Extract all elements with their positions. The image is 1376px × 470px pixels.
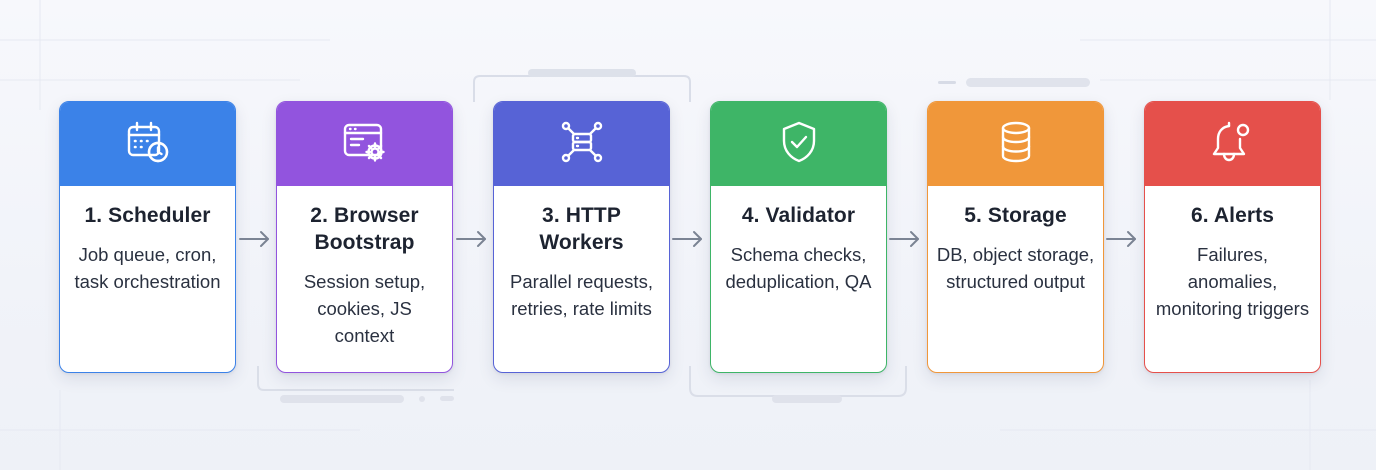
database-icon [992, 118, 1040, 171]
stage-card-validator: 4. Validator Schema checks, deduplicatio… [710, 101, 887, 373]
stage-description: Schema checks, deduplication, QA [725, 244, 872, 292]
arrow-right-icon [889, 231, 919, 247]
browser-gear-icon [341, 118, 389, 171]
arrow-right-icon [239, 231, 269, 247]
stage-header-alerts [1145, 102, 1320, 186]
arrow-right-icon [672, 231, 702, 247]
calendar-clock-icon [124, 118, 172, 171]
stage-card-browser-bootstrap: 2. Browser Bootstrap Session setup, cook… [276, 101, 453, 373]
stage-description: Failures, anomalies, monitoring triggers [1155, 244, 1310, 319]
stage-header-validator [711, 102, 886, 186]
stage-description: Job queue, cron, task orchestration [74, 244, 221, 292]
stage-description: DB, object storage, structured output [936, 244, 1095, 292]
stage-title: 5. Storage [964, 204, 1067, 227]
stage-header-http-workers [494, 102, 669, 186]
stage-card-alerts: 6. Alerts Failures, anomalies, monitorin… [1144, 101, 1321, 373]
stage-card-scheduler: 1. Scheduler Job queue, cron, task orche… [59, 101, 236, 373]
stage-title: 6. Alerts [1191, 204, 1274, 227]
stage-header-browser-bootstrap [277, 102, 452, 186]
arrow-right-icon [456, 231, 486, 247]
stage-header-scheduler [60, 102, 235, 186]
bell-alert-icon [1209, 118, 1257, 171]
network-server-icon [558, 118, 606, 171]
stage-card-storage: 5. Storage DB, object storage, structure… [927, 101, 1104, 373]
stage-header-storage [928, 102, 1103, 186]
stage-title: 2. Browser Bootstrap [310, 204, 419, 254]
shield-check-icon [775, 118, 823, 171]
stage-card-http-workers: 3. HTTP Workers Parallel requests, retri… [493, 101, 670, 373]
arrow-right-icon [1106, 231, 1136, 247]
stage-title: 4. Validator [741, 204, 856, 227]
stage-title: 1. Scheduler [84, 204, 211, 227]
stage-description: Parallel requests, retries, rate limits [510, 271, 653, 319]
stage-description: Session setup, cookies, JS context [303, 271, 426, 346]
stage-title: 3. HTTP Workers [539, 204, 624, 254]
